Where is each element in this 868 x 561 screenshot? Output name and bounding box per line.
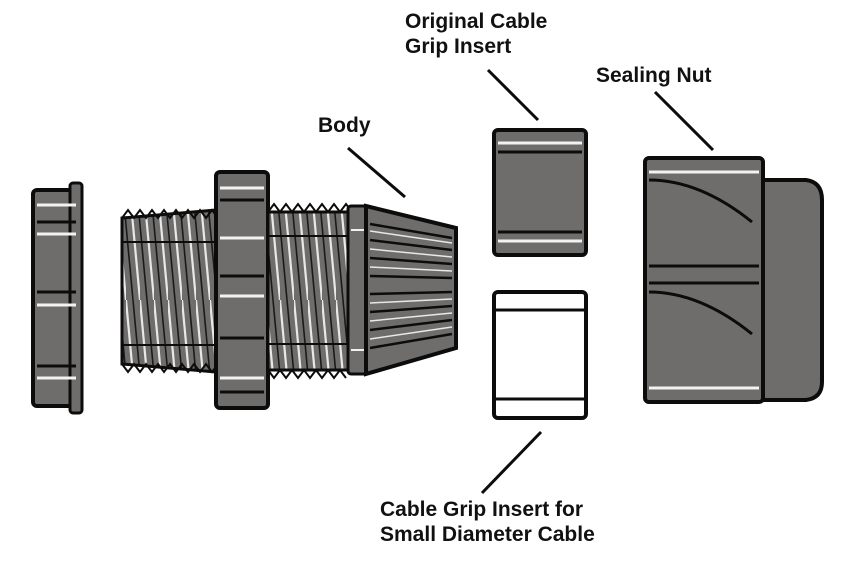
label-body: Body [318, 114, 371, 137]
label-sealing-nut: Sealing Nut [596, 64, 712, 87]
label-original-insert: Original Cable Grip Insert [405, 9, 547, 59]
gland-body [120, 170, 458, 410]
sealing-nut [643, 156, 824, 404]
cable-grip-insert-small [492, 290, 588, 420]
leader-line-sealing-nut [653, 90, 715, 152]
cable-grip-insert [492, 128, 588, 257]
label-small-insert: Cable Grip Insert for Small Diameter Cab… [380, 497, 595, 547]
label-original-insert-line1: Original Cable [405, 10, 548, 33]
locknut [31, 181, 84, 415]
hex-flange [214, 170, 270, 410]
label-small-insert-line2: Small Diameter Cable [380, 523, 595, 546]
leader-line-original-insert [486, 68, 540, 122]
thread-left [120, 208, 218, 374]
label-small-insert-line1: Cable Grip Insert for [380, 498, 584, 521]
leader-line-body [347, 146, 406, 199]
leader-line-small-insert [480, 430, 543, 495]
label-original-insert-line2: Grip Insert [405, 35, 512, 58]
